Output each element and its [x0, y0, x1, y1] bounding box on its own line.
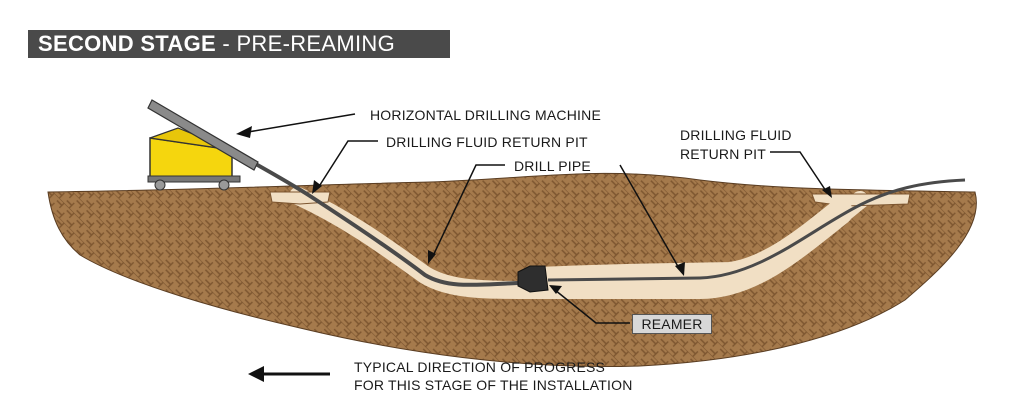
title-bar: SECOND STAGE - PRE-REAMING [28, 30, 450, 58]
label-direction-line1: TYPICAL DIRECTION OF PROGRESS [354, 359, 606, 375]
drilling-machine [147, 99, 259, 191]
title-bold: SECOND STAGE [38, 31, 216, 56]
reamer-label-box: REAMER [632, 314, 712, 334]
label-direction-line2: FOR THIS STAGE OF THE INSTALLATION [354, 377, 633, 393]
label-drill-pipe: DRILL PIPE [514, 158, 591, 174]
label-return-pit-right-line2: RETURN PIT [680, 146, 766, 162]
title-rest: - PRE-REAMING [216, 31, 395, 56]
drill-pipe-right [547, 178, 966, 282]
page-title: SECOND STAGE - PRE-REAMING [38, 33, 395, 55]
reamer-head [517, 265, 549, 293]
label-return-pit-left: DRILLING FLUID RETURN PIT [386, 134, 588, 150]
soil-ground [47, 172, 977, 368]
leader-lines [247, 113, 829, 324]
label-reamer: REAMER [641, 316, 703, 332]
label-horizontal-drilling-machine: HORIZONTAL DRILLING MACHINE [370, 107, 601, 123]
direction-arrow [248, 366, 330, 382]
label-return-pit-right-line1: DRILLING FLUID [680, 127, 792, 143]
leader-arrowheads [236, 126, 832, 294]
